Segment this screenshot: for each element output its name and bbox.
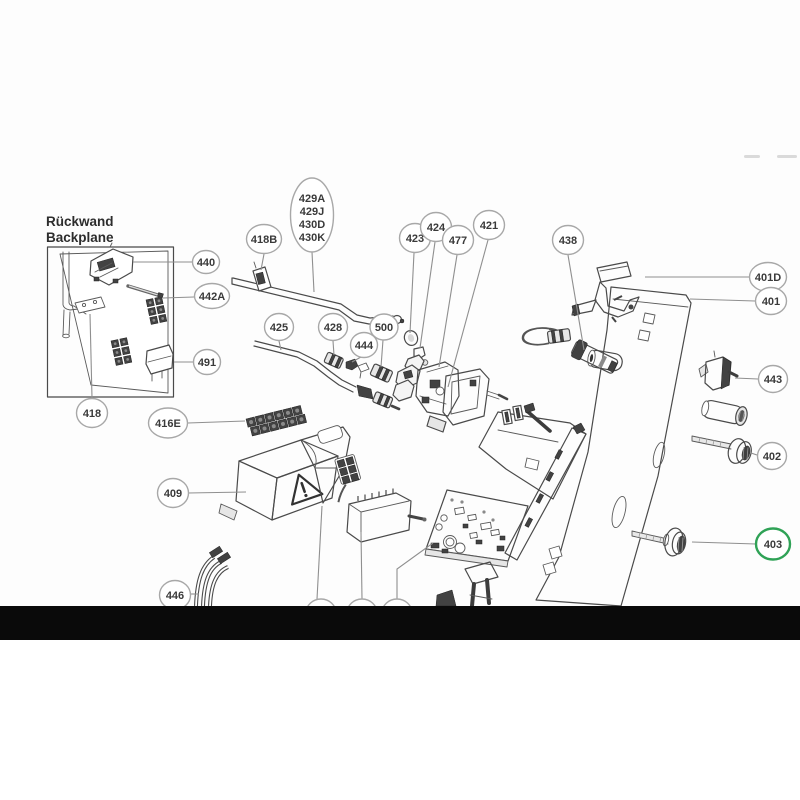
svg-text:430K: 430K <box>299 232 325 244</box>
hinge-bracket-401D-part <box>571 261 640 323</box>
callout-409[interactable]: 409 <box>156 477 190 509</box>
callout-421[interactable]: 421 <box>472 209 506 241</box>
svg-text:421: 421 <box>480 220 498 232</box>
svg-text:401D: 401D <box>755 272 781 284</box>
spacer-cylinder-part <box>587 349 623 372</box>
callout-428[interactable]: 428 <box>317 312 349 342</box>
inset-label-de: Rückwand <box>46 214 114 229</box>
pilot-pipe-425-part <box>253 340 401 411</box>
nut-423-part <box>403 330 419 346</box>
terminal-grid-upper <box>145 296 168 325</box>
svg-text:424: 424 <box>427 222 446 234</box>
scan-artifact-dash <box>777 155 797 158</box>
callout-500[interactable]: 500 <box>369 313 399 341</box>
fitting-500-part <box>369 363 393 383</box>
svg-text:442A: 442A <box>199 291 225 303</box>
warning-triangle-icon <box>291 473 324 506</box>
svg-text:401: 401 <box>762 296 780 308</box>
callout-401D[interactable]: 401D <box>748 261 788 293</box>
screw-403-part <box>631 527 687 557</box>
svg-text:446: 446 <box>166 590 184 602</box>
mounting-chassis-part <box>424 402 587 608</box>
svg-text:444: 444 <box>355 340 374 352</box>
pcb-components <box>430 498 506 554</box>
callout-418B[interactable]: 418B <box>245 223 283 255</box>
scan-artifact-dash <box>744 155 760 158</box>
mini-connector-part <box>334 454 361 503</box>
svg-text:500: 500 <box>375 322 393 334</box>
svg-text:423: 423 <box>406 233 424 245</box>
svg-text:477: 477 <box>449 235 467 247</box>
coil-box-part <box>346 488 427 543</box>
relay-440-part <box>89 242 134 286</box>
svg-text:416E: 416E <box>155 418 181 430</box>
gas-valve-assembly-part <box>392 354 509 433</box>
svg-text:440: 440 <box>197 257 215 269</box>
svg-text:402: 402 <box>763 451 781 463</box>
callout-443[interactable]: 443 <box>757 364 789 394</box>
svg-text:438: 438 <box>559 235 577 247</box>
terminal-grid-lower <box>110 337 133 366</box>
igniter-438-part <box>521 327 619 374</box>
svg-text:491: 491 <box>198 357 216 369</box>
svg-text:428: 428 <box>324 322 342 334</box>
nut-444-part <box>345 358 370 379</box>
callout-401[interactable]: 401 <box>754 286 788 316</box>
callout-403-highlighted[interactable]: 403 <box>754 527 792 561</box>
callout-438[interactable]: 438 <box>551 224 585 256</box>
fitting-428-part <box>323 351 344 369</box>
relay-491-part <box>145 344 174 382</box>
callout-442A[interactable]: 442A <box>193 282 231 310</box>
wires-446-part <box>194 545 232 607</box>
svg-text:443: 443 <box>764 374 782 386</box>
svg-text:418: 418 <box>83 408 101 420</box>
callout-477[interactable]: 477 <box>441 224 475 256</box>
callout-491[interactable]: 491 <box>192 348 222 376</box>
screw-402-part <box>691 435 752 464</box>
svg-text:403: 403 <box>764 539 782 551</box>
inset-label-en: Backplane <box>46 230 114 245</box>
callout-429-group[interactable]: 429A 429J 430D 430K <box>289 177 335 253</box>
callout-416E[interactable]: 416E <box>147 407 189 439</box>
callout-440[interactable]: 440 <box>191 249 221 275</box>
sleeve-cylinder-part <box>701 399 748 427</box>
scan-white-margin <box>0 640 800 800</box>
scan-black-bar <box>0 606 800 640</box>
rod-442A-part <box>126 284 164 299</box>
svg-text:409: 409 <box>164 488 182 500</box>
svg-text:429J: 429J <box>300 206 324 218</box>
callout-425[interactable]: 425 <box>263 312 295 342</box>
svg-text:418B: 418B <box>251 234 277 246</box>
backplane-inset-diagram <box>46 242 175 398</box>
leader-lines <box>89 239 759 600</box>
control-box-409-part <box>218 425 351 521</box>
terminal-strip-416E-part <box>245 405 307 437</box>
callout-402[interactable]: 402 <box>756 441 788 471</box>
callout-444[interactable]: 444 <box>349 331 379 359</box>
component-443-part <box>698 350 739 391</box>
svg-text:429A: 429A <box>299 193 325 205</box>
svg-text:425: 425 <box>270 322 288 334</box>
callout-418[interactable]: 418 <box>75 397 109 429</box>
svg-text:430D: 430D <box>299 219 325 231</box>
side-panel-401-part <box>535 286 692 607</box>
